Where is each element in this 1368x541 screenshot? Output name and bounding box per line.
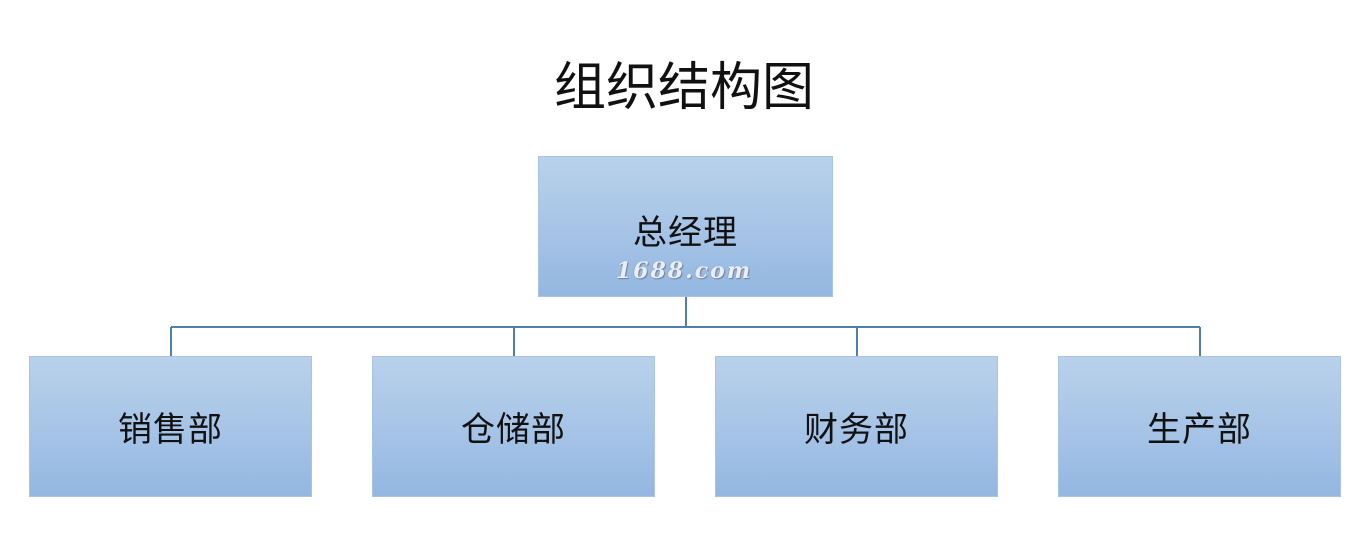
- chart-title: 组织结构图: [553, 58, 814, 118]
- node-warehouse-dept[interactable]: 仓储部: [372, 356, 655, 497]
- node-production-dept[interactable]: 生产部: [1058, 356, 1341, 497]
- node-finance-dept[interactable]: 财务部: [715, 356, 998, 497]
- node-production-dept-label: 生产部: [1147, 410, 1252, 450]
- watermark-text: 1688.com: [615, 258, 753, 284]
- node-general-manager[interactable]: 总经理: [538, 156, 833, 297]
- node-general-manager-label: 总经理: [633, 213, 738, 253]
- node-warehouse-dept-label: 仓储部: [461, 410, 566, 450]
- node-sales-dept[interactable]: 销售部: [29, 356, 312, 497]
- node-finance-dept-label: 财务部: [804, 410, 909, 450]
- node-sales-dept-label: 销售部: [118, 410, 223, 450]
